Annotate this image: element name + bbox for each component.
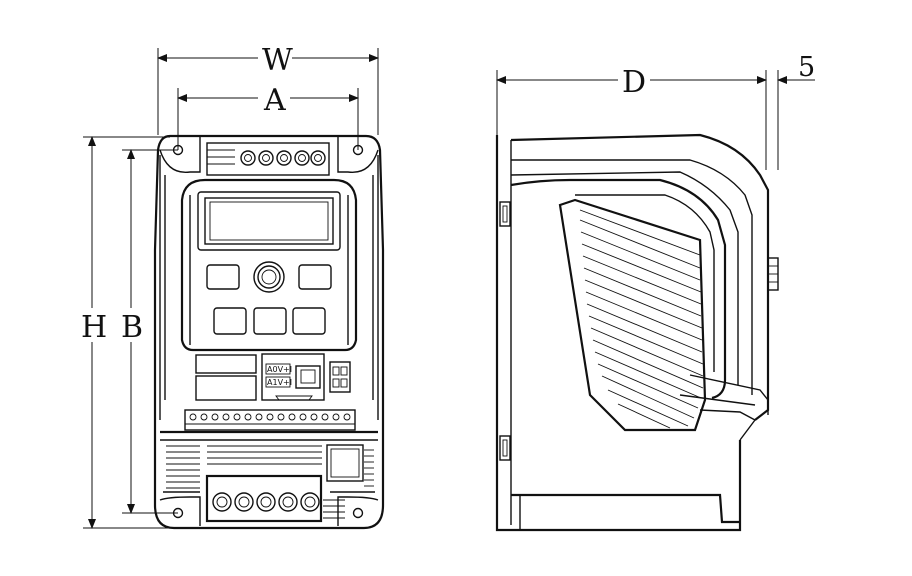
top-terminal-screws (240, 150, 326, 166)
keypad-button-5 (292, 307, 326, 335)
keypad-button-4 (253, 307, 287, 335)
rotary-knob-icon (253, 261, 285, 293)
dimension-b-label: B (121, 310, 143, 345)
dimension-a: A (177, 83, 359, 150)
side-view (495, 133, 779, 532)
front-view: A0V+I A1V+I (153, 134, 385, 530)
dimension-a-label: A (263, 83, 286, 118)
dimension-d-label: D (622, 65, 646, 100)
dimension-5-label: 5 (798, 52, 815, 83)
dimension-h-label: H (81, 310, 107, 345)
mounting-hole-top-right-icon (352, 144, 364, 156)
mounting-hole-bottom-left-icon (172, 507, 184, 519)
vent-slots (166, 445, 374, 489)
port-label-bottom: A1V+I (267, 378, 292, 387)
dimension-h: H (81, 136, 170, 529)
display-screen (197, 191, 341, 251)
dimension-b: B (121, 149, 178, 514)
keypad-button-1 (206, 264, 240, 290)
mounting-hole-bottom-right-icon (352, 507, 364, 519)
bottom-terminal-block (205, 474, 345, 523)
hatch-pattern (579, 209, 704, 429)
dimension-5: 5 (777, 52, 815, 170)
dimension-w: W (157, 43, 379, 135)
rj45-port-icon (295, 365, 321, 389)
dimension-d: D (496, 65, 767, 170)
mounting-hole-top-left-icon (172, 144, 184, 156)
keypad-button-2 (298, 264, 332, 290)
port-label-top: A0V+I (267, 365, 292, 374)
keypad-button-3 (213, 307, 247, 335)
dimension-w-label: W (262, 43, 293, 78)
control-terminal-strip (184, 409, 356, 431)
